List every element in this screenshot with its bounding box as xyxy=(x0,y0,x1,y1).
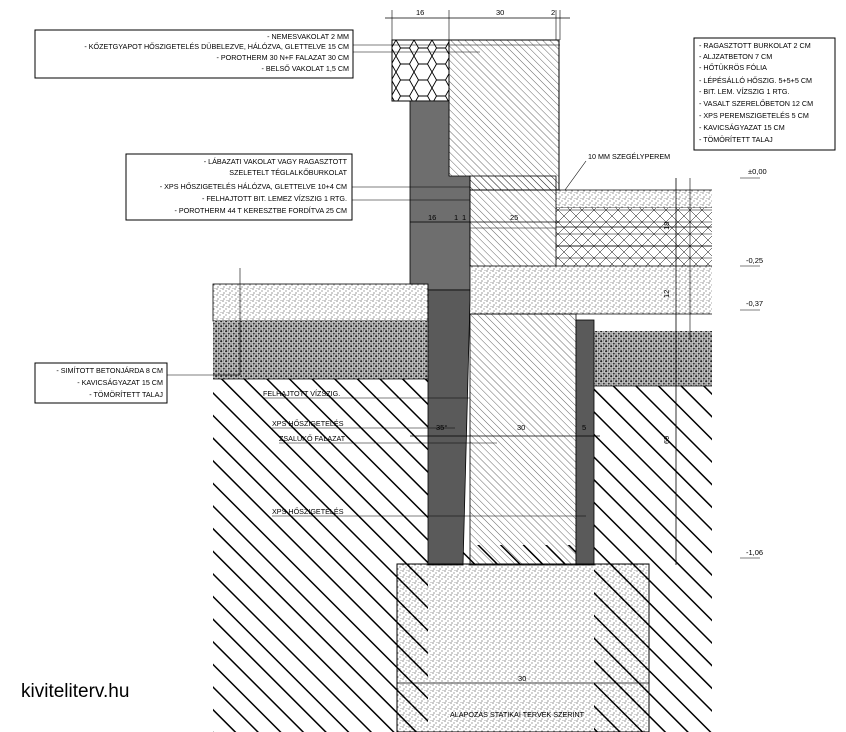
soil-outside xyxy=(213,378,428,732)
label-floor-4: - LÉPÉSÁLLÓ HŐSZIG. 5+5+5 CM xyxy=(699,76,812,85)
dim-top-30: 30 xyxy=(496,8,504,17)
level-0: ±0,00 xyxy=(748,167,767,176)
level-025: -0,25 xyxy=(746,256,763,265)
label-plinth-4: - FELHAJTOTT BIT. LEMEZ VÍZSZIG 1 RTG. xyxy=(202,194,347,203)
dim-v-12: 12 xyxy=(662,290,671,298)
dim-bottom-30: 30 xyxy=(518,674,526,683)
dim-v-69: 69 xyxy=(662,436,671,444)
dim-wall-30: 30 xyxy=(517,423,525,432)
label-plinth-1: - LÁBAZATI VAKOLAT VAGY RAGASZTOTT xyxy=(204,157,348,166)
vertical-dimension-line: 18 12 69 xyxy=(662,178,691,565)
label-plinth-2: SZELETELT TÉGLALKŐBURKOLAT xyxy=(229,168,347,177)
pavement-concrete xyxy=(212,283,429,322)
label-box-floor: - RAGASZTOTT BURKOLAT 2 CM - ALJZATBETON… xyxy=(693,37,836,151)
level-markers: ±0,00 -0,25 -0,37 -1,06 xyxy=(740,167,767,559)
label-floor-7: - XPS PEREMSZIGETELÉS 5 CM xyxy=(699,111,809,120)
mid-dimension-line: 16 1 1 25 xyxy=(410,213,560,223)
label-floor-1: - RAGASZTOTT BURKOLAT 2 CM xyxy=(699,41,811,50)
zsaluko-wall xyxy=(469,313,577,566)
label-pave-2: - KAVICSÁGYAZAT 15 CM xyxy=(77,378,163,387)
level-106: -1,06 xyxy=(746,548,763,557)
label-box-wall: - NEMESVAKOLAT 2 MM - KŐZETGYAPOT HŐSZIG… xyxy=(34,29,560,79)
floor-insulation xyxy=(556,208,712,267)
upper-wall-brick xyxy=(448,39,560,191)
wall-dimension-line: 35° 30 5 xyxy=(410,423,600,437)
label-pave-3: - TÖMÖRÍTETT TALAJ xyxy=(89,390,163,399)
foundation-block xyxy=(396,563,650,732)
label-box-plinth: - LÁBAZATI VAKOLAT VAGY RAGASZTOTT SZELE… xyxy=(125,153,470,221)
level-037: -0,37 xyxy=(746,299,763,308)
label-wall-1: - NEMESVAKOLAT 2 MM xyxy=(267,32,349,41)
label-xps-2: XPS HŐSZIGETELÉS xyxy=(272,507,344,516)
label-plinth-5: - POROTHERM 44 T KERESZTBE FORDÍTVA 25 C… xyxy=(174,206,347,215)
top-dimension-line: 16 30 2 xyxy=(385,8,570,40)
xps-inner xyxy=(575,319,595,566)
upper-insulation xyxy=(391,39,450,102)
dim-mid-16: 16 xyxy=(428,213,436,222)
label-zsaluko: ZSALUKŐ FALAZAT xyxy=(279,434,346,443)
dim-mid-1a: 1 xyxy=(454,213,458,222)
dim-mid-1b: 1 xyxy=(462,213,466,222)
label-pave-1: - SIMÍTOTT BETONJÁRDA 8 CM xyxy=(56,366,163,375)
dim-mid-25: 25 xyxy=(510,213,518,222)
plinth-brick xyxy=(469,175,557,267)
pavement-gravel xyxy=(213,321,428,380)
bottom-dimension-line: 30 xyxy=(397,674,649,684)
floor-finish xyxy=(556,189,712,209)
xps-outer xyxy=(427,289,471,566)
label-xps-1: XPS HŐSZIGETELÉS xyxy=(272,419,344,428)
label-floor-8: - KAVICSÁGYAZAT 15 CM xyxy=(699,123,785,132)
dim-top-16: 16 xyxy=(416,8,424,17)
dim-top-2: 2 xyxy=(551,8,555,17)
inline-labels: 10 MM SZEGÉLYPEREM FELHAJTOTT VÍZSZIG. X… xyxy=(263,152,670,719)
dim-angle: 35° xyxy=(436,423,447,432)
floor-gravel xyxy=(594,331,712,387)
label-floor-9: - TÖMÖRÍTETT TALAJ xyxy=(699,135,773,144)
label-wall-2: - KŐZETGYAPOT HŐSZIGETELÉS DÜBELEZVE, HÁ… xyxy=(84,42,349,51)
label-edge-strip: 10 MM SZEGÉLYPEREM xyxy=(588,152,670,161)
label-wall-3: - POROTHERM 30 N+F FALAZAT 30 CM xyxy=(216,53,349,62)
label-wall-4: - BELSŐ VAKOLAT 1,5 CM xyxy=(262,64,349,73)
watermark: kiviteliterv.hu xyxy=(21,681,129,702)
dim-wall-5: 5 xyxy=(582,423,586,432)
label-felhajtott: FELHAJTOTT VÍZSZIG. xyxy=(263,389,340,398)
label-box-pavement: - SIMÍTOTT BETONJÁRDA 8 CM - KAVICSÁGYAZ… xyxy=(34,268,241,404)
label-floor-3: - HŐTÜKRÖS FÓLIA xyxy=(699,63,767,72)
label-floor-6: - VASALT SZERELŐBETON 12 CM xyxy=(699,99,813,108)
dim-v-18: 18 xyxy=(662,222,671,230)
label-floor-2: - ALJZATBETON 7 CM xyxy=(699,52,772,61)
label-foundation: ALAPOZÁS STATIKAI TERVEK SZERINT xyxy=(450,710,585,719)
label-plinth-3: - XPS HŐSZIGETELÉS HÁLÓZVA, GLETTELVE 10… xyxy=(160,182,347,191)
label-floor-5: - BIT. LEM. VÍZSZIG 1 RTG. xyxy=(699,87,790,96)
